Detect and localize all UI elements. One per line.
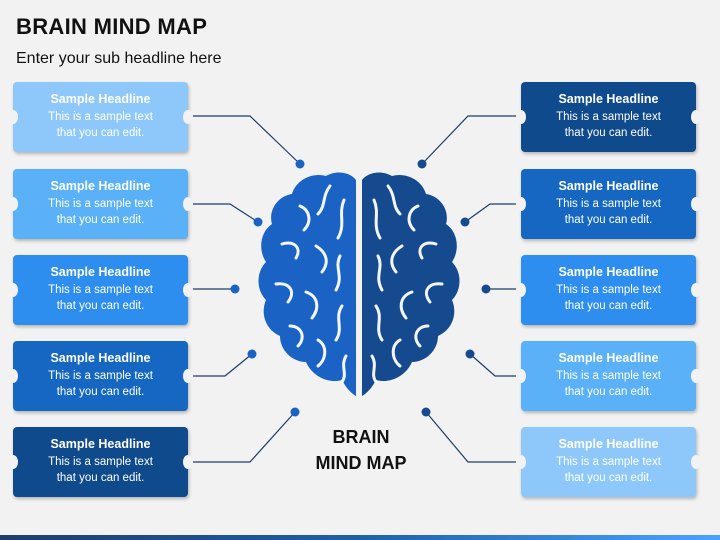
bottom-accent-bar: [0, 535, 720, 540]
connector-left-2: [190, 203, 259, 223]
box-text-line-1: This is a sample text: [48, 111, 153, 123]
box-headline: Sample Headline: [50, 92, 151, 106]
box-headline: Sample Headline: [50, 179, 151, 193]
box-text-line-1: This is a sample text: [556, 284, 661, 296]
connector-right-5: [425, 411, 521, 463]
box-text-line-1: This is a sample text: [48, 198, 153, 210]
box-text-line-2: that you can edit.: [564, 386, 653, 398]
page-title: BRAIN MIND MAP: [16, 14, 208, 39]
box-text-line-2: that you can edit.: [564, 127, 653, 139]
connector-right-1: [421, 115, 521, 165]
box-text-line-2: that you can edit.: [56, 472, 145, 484]
connector-dot: [460, 217, 470, 227]
connector-dot: [230, 284, 240, 294]
box-text-line-2: that you can edit.: [564, 300, 653, 312]
right-box-4[interactable]: Sample Headline This is a sample text th…: [516, 341, 701, 411]
connector-dot: [247, 349, 257, 359]
brain-left-hemisphere: [258, 172, 356, 396]
connector-left-5: [190, 411, 296, 463]
box-text-line-2: that you can edit.: [56, 300, 145, 312]
left-box-4[interactable]: Sample Headline This is a sample text th…: [8, 341, 193, 411]
right-box-2[interactable]: Sample Headline This is a sample text th…: [516, 169, 701, 239]
box-text-line-1: This is a sample text: [556, 370, 661, 382]
center-label: BRAIN MIND MAP: [296, 424, 426, 476]
box-headline: Sample Headline: [558, 265, 659, 279]
connector-dot: [465, 349, 475, 359]
left-box-2[interactable]: Sample Headline This is a sample text th…: [8, 169, 193, 239]
brain-right-hemisphere: [362, 172, 460, 396]
center-label-line-2: MIND MAP: [315, 453, 407, 473]
right-box-5[interactable]: Sample Headline This is a sample text th…: [516, 427, 701, 497]
box-text-line-1: This is a sample text: [556, 456, 661, 468]
box-headline: Sample Headline: [558, 179, 659, 193]
connector-dot: [290, 407, 300, 417]
box-text-line-1: This is a sample text: [48, 284, 153, 296]
box-text-line-2: that you can edit.: [56, 214, 145, 226]
connector-left-1: [190, 115, 301, 165]
box-text-line-2: that you can edit.: [56, 127, 145, 139]
box-text-line-2: that you can edit.: [564, 472, 653, 484]
brain-icon: [258, 172, 460, 396]
box-headline: Sample Headline: [558, 351, 659, 365]
connector-dot: [253, 217, 263, 227]
connector-dot: [295, 159, 305, 169]
box-text-line-1: This is a sample text: [556, 198, 661, 210]
box-headline: Sample Headline: [50, 265, 151, 279]
box-headline: Sample Headline: [558, 92, 659, 106]
box-headline: Sample Headline: [558, 437, 659, 451]
left-box-5[interactable]: Sample Headline This is a sample text th…: [8, 427, 193, 497]
left-box-1[interactable]: Sample Headline This is a sample text th…: [8, 82, 193, 152]
connector-dot: [481, 284, 491, 294]
box-text-line-1: This is a sample text: [48, 370, 153, 382]
box-text-line-1: This is a sample text: [48, 456, 153, 468]
box-text-line-2: that you can edit.: [564, 214, 653, 226]
center-label-line-1: BRAIN: [332, 427, 390, 447]
connector-dot: [417, 159, 427, 169]
right-box-1[interactable]: Sample Headline This is a sample text th…: [516, 82, 701, 152]
connector-right-4: [469, 353, 521, 377]
connector-left-4: [190, 353, 253, 377]
connector-right-2: [464, 203, 521, 223]
box-text-line-1: This is a sample text: [556, 111, 661, 123]
connector-dot: [421, 407, 431, 417]
box-headline: Sample Headline: [50, 437, 151, 451]
box-text-line-2: that you can edit.: [56, 386, 145, 398]
page-subtitle: Enter your sub headline here: [16, 50, 222, 67]
right-box-3[interactable]: Sample Headline This is a sample text th…: [516, 255, 701, 325]
box-headline: Sample Headline: [50, 351, 151, 365]
left-box-3[interactable]: Sample Headline This is a sample text th…: [8, 255, 193, 325]
